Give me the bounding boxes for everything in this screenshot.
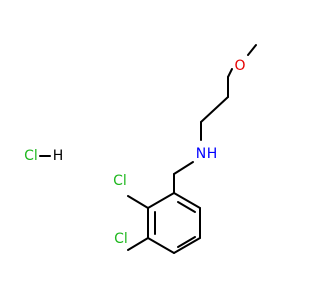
ring-double-2 [177,236,196,248]
ring-bond-4 [173,237,201,254]
bond-o-ch2 [227,68,233,78]
bond-ring-cl1 [127,195,149,209]
hcl-chlorine-label: Cl [24,148,38,164]
oxygen-atom-label: O [234,58,245,74]
hcl-hydrogen-label: H [53,148,64,164]
ring-double-3 [177,201,196,213]
ring-bond-1 [147,192,175,209]
bond-methyl-o [247,44,257,56]
structure-svg: O N H Cl Cl Cl H [24,44,257,254]
bond-n-ch2 [173,161,194,175]
molecule-diagram: O N H Cl Cl Cl H [24,44,257,254]
chlorine-label-2: Cl [114,231,128,247]
ring-bond-3 [147,237,175,254]
bond-ring-cl2 [127,237,149,251]
nitrogen-hydrogen-label: H [207,146,218,162]
bond-chain-2 [200,96,229,123]
nitrogen-atom-label: N [196,146,206,162]
ring-bond-6 [173,192,201,209]
chlorine-label-1: Cl [113,173,127,189]
